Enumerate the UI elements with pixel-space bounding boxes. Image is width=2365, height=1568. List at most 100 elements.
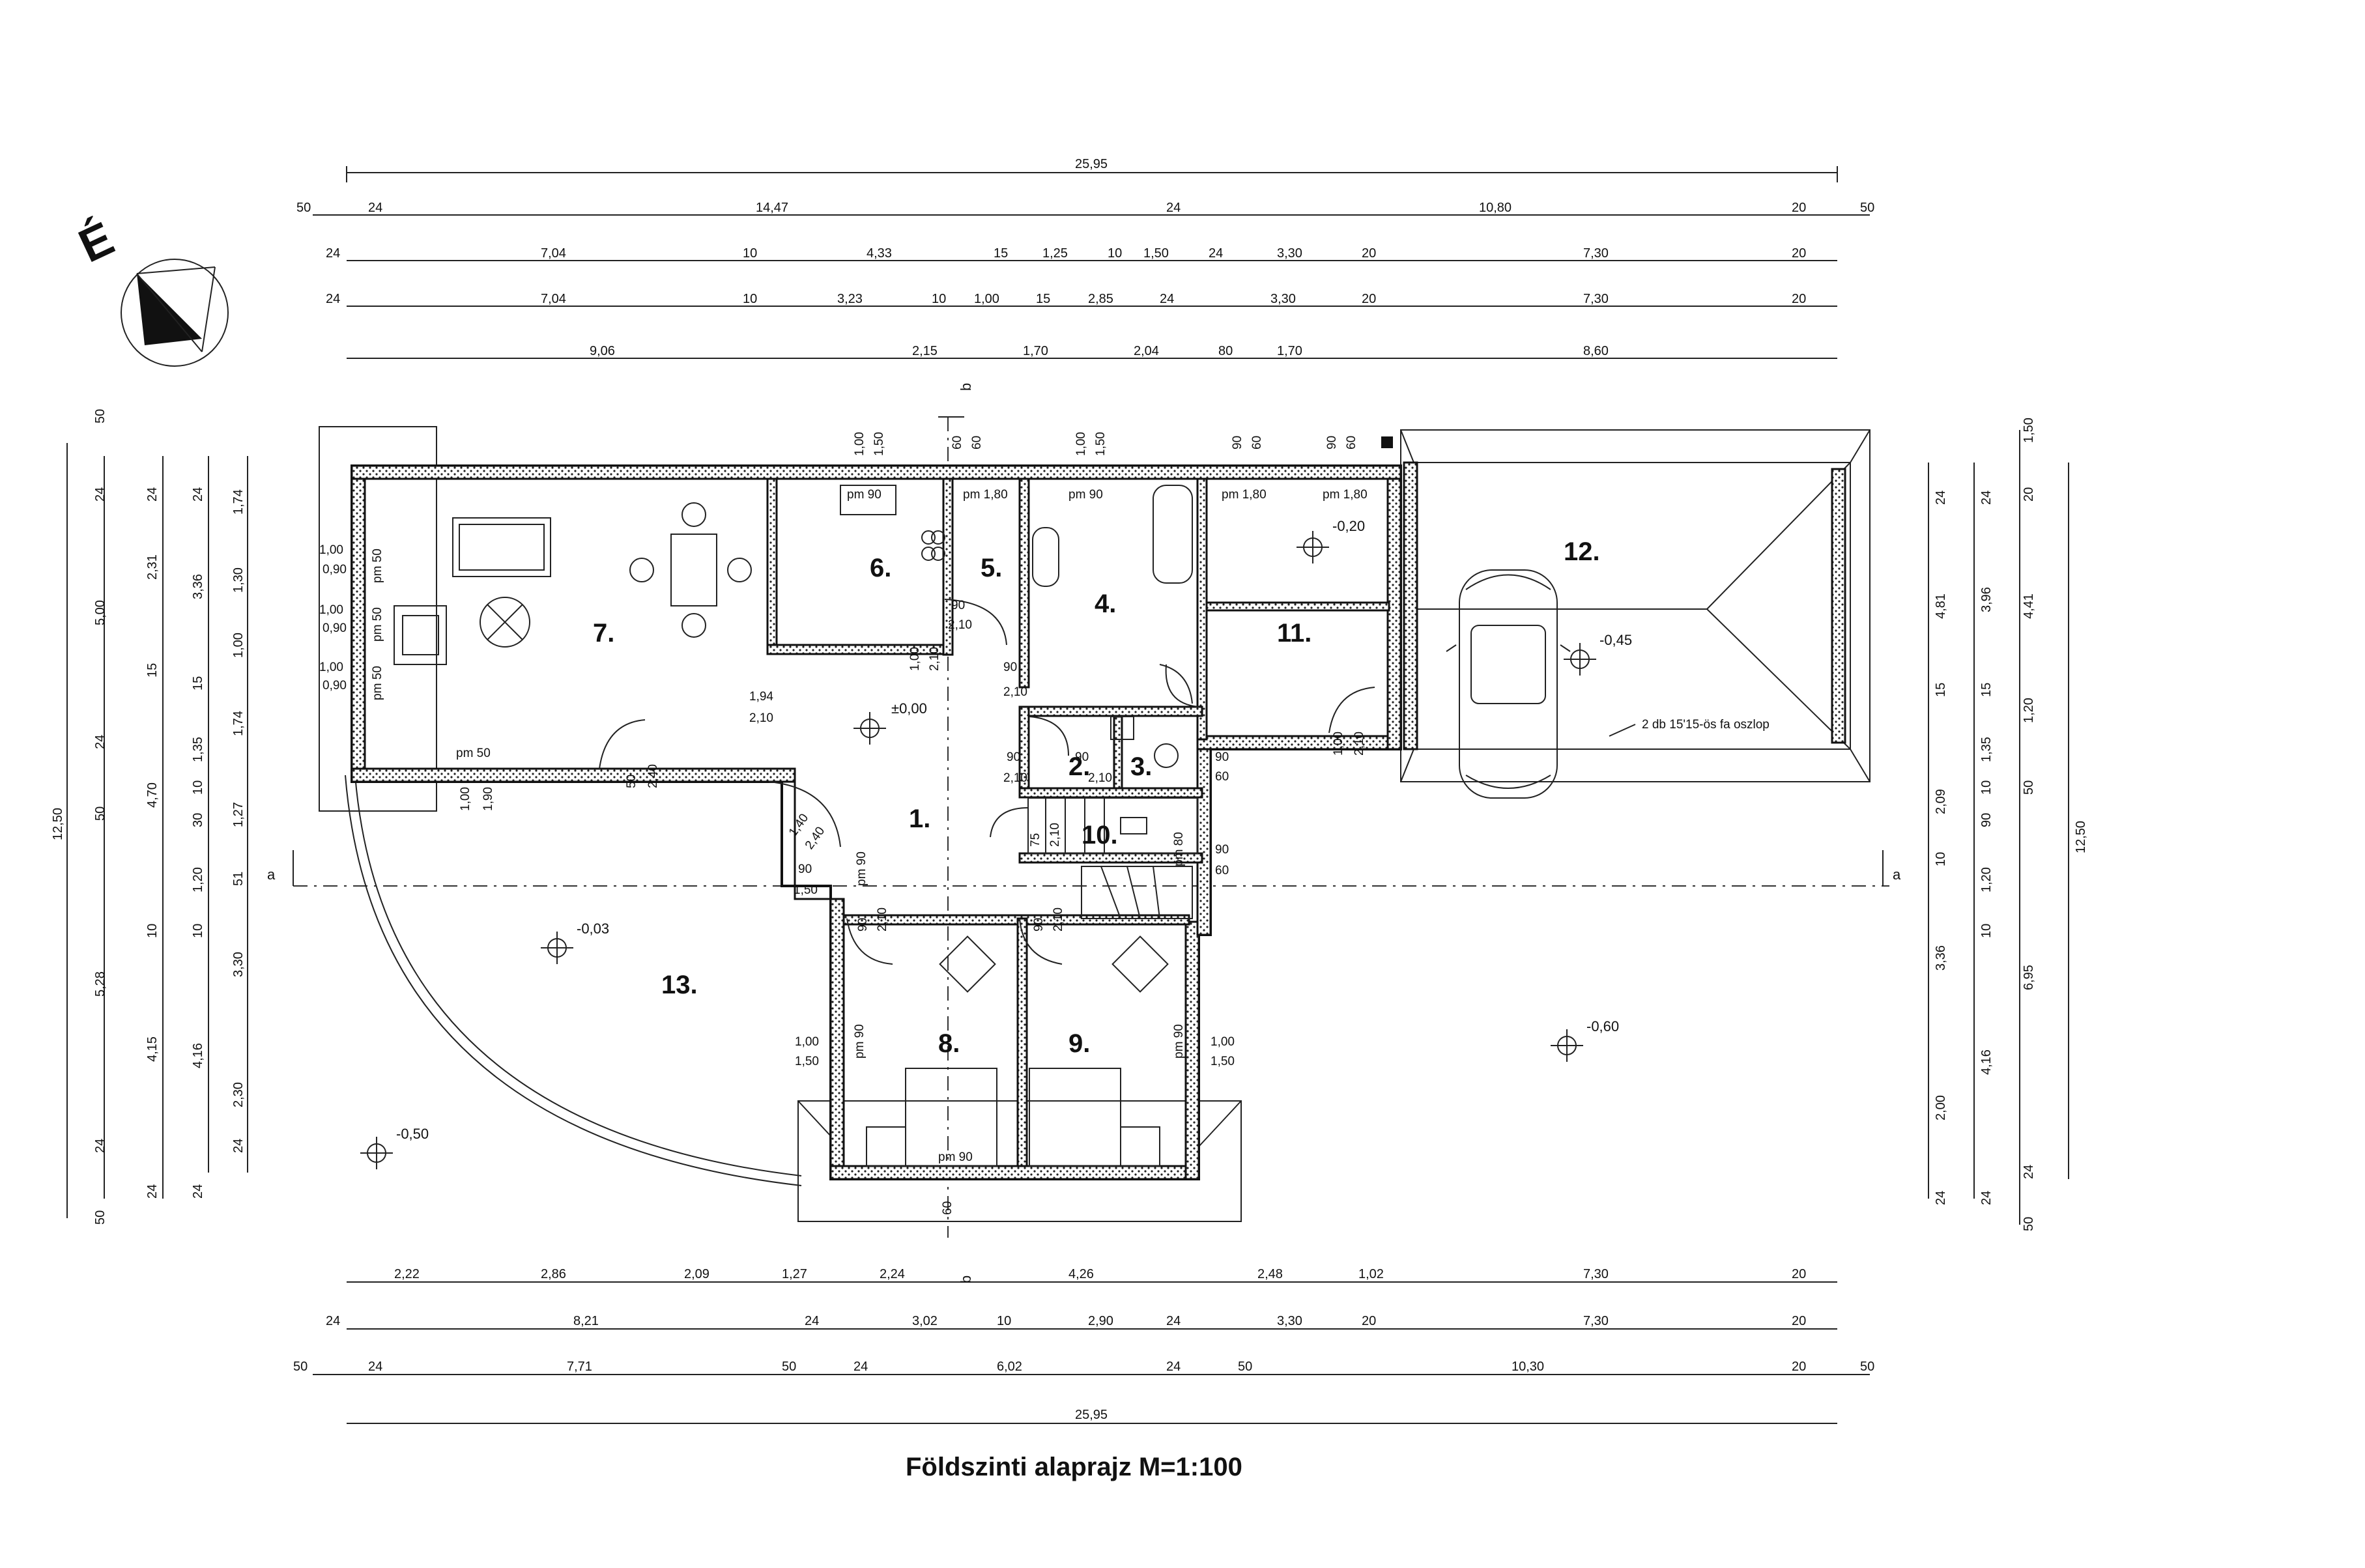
dim-top-r3-3: 4,33 [867,246,892,261]
car-icon [1446,569,1571,799]
living-room-furniture [394,502,752,665]
win7-l3-w: 1,00 [319,661,343,674]
dim-bot-r3-10: 50 [1860,1360,1874,1374]
dim-right-c3-1: 20 [2022,487,2036,502]
dim-right-c1-0: 24 [1934,491,1948,505]
dim-top-r5-1: 2,15 [912,344,938,358]
level-outside-left: -0,50 [396,1126,429,1142]
dim-top-r5-2: 1,70 [1023,344,1048,358]
win6-h: 1,50 [872,432,886,456]
level-terrace: -0,03 [577,920,609,937]
dim-right-c3-5: 6,95 [2022,965,2036,990]
dim-bot-r2-6: 24 [1166,1314,1181,1328]
dim-right-c2-5: 90 [1979,813,1994,827]
dim-left-c2-1: 2,31 [145,554,160,580]
dim-left-c2-4: 10 [145,924,160,938]
left-dimensions: 50 24 5,00 24 50 5,28 24 50 12,50 24 2,3… [51,409,248,1225]
dim-right-c1-3: 2,09 [1934,789,1948,814]
dim-right-c3-7: 50 [2022,1217,2036,1231]
win11b-pm: pm 1,80 [1323,488,1368,502]
dim-bot-r3-2: 7,71 [567,1360,592,1374]
dim-left-c4-0: 1,74 [231,489,246,515]
dim-bot-r2-3: 3,02 [912,1314,938,1328]
dim-top-r3-11: 7,30 [1583,246,1609,261]
dim-right-c2-6: 1,20 [1979,867,1994,892]
dim-left-c3-5: 30 [191,813,205,827]
dim-right-c3-3: 1,20 [2022,698,2036,723]
door6-h: 2,10 [928,647,941,671]
room-11: 11. [1277,619,1312,648]
dim-top-r4-2: 10 [743,292,757,306]
dim-left-c4-5: 51 [231,872,246,886]
dim-right-total: 12,50 [2074,821,2088,853]
dim-bot-r1-0: 2,22 [394,1267,420,1281]
level-marker-icon [1551,1029,1583,1062]
level-room11: -0,20 [1332,518,1365,534]
dim-right-c2-0: 24 [1979,491,1994,505]
dim-top-r2-5: 20 [1792,201,1806,215]
door1-h: 2,40 [803,825,827,852]
dim-right-c2-2: 15 [1979,683,1994,697]
hallwin-h: 1,50 [794,883,818,897]
open7-w: 1,94 [749,690,773,704]
door4-w: 90 [1003,661,1017,674]
win11a-w: 90 [1231,436,1244,449]
door11-h: 2,10 [1353,732,1366,756]
dim-bot-r3-6: 24 [1166,1360,1181,1374]
north-label: É [71,212,121,273]
dim-top-r3-8: 24 [1209,246,1223,261]
door8-h: 2,10 [876,907,889,932]
dim-left-c4-8: 24 [231,1139,246,1153]
win10-w: 90 [1215,843,1229,857]
fixtures [840,485,1193,834]
room-8: 8. [938,1029,960,1058]
dim-top-r2-3: 24 [1166,201,1181,215]
dim-top-r3-4: 15 [994,246,1008,261]
level-marker-icon [360,1137,393,1169]
dim-left-c1-3: 24 [93,735,108,749]
level-markers: ±0,00 -0,20 -0,45 -0,03 -0,50 -0,60 [360,518,1632,1169]
dim-left-c4-3: 1,74 [231,711,246,736]
level-marker-icon [853,712,886,745]
dim-top-r5-6: 8,60 [1583,344,1609,358]
door7-w: 50 [625,775,638,788]
dim-left-c3-4: 10 [191,780,205,795]
dim-left-c4-4: 1,27 [231,802,246,827]
door10-h: 2,10 [1048,823,1062,847]
door10-w: 75 [1029,833,1042,847]
dim-right-c1-7: 24 [1934,1191,1948,1205]
dim-bot-r2-0: 24 [326,1314,340,1328]
dim-left-c3-0: 24 [191,487,205,502]
section-a-right: a [1893,866,1901,883]
dim-right-c2-7: 10 [1979,924,1994,938]
room-7: 7. [593,619,614,648]
door3-w: 90 [1075,750,1089,764]
dim-bot-r3-1: 24 [368,1360,382,1374]
win7-l1-pm: pm 50 [371,549,384,583]
top-dimensions: 25,95 50 24 14,47 24 10,80 20 50 24 7,04… [296,157,1874,359]
right-dimensions: 24 4,81 15 2,09 10 3,36 2,00 24 24 3,96 … [1928,418,2088,1231]
dim-top-r4-9: 3,30 [1270,292,1296,306]
open7-h: 2,10 [749,711,773,725]
level-garage: -0,45 [1599,632,1632,648]
win10-h: 60 [1215,864,1229,877]
win7-l1-w: 1,00 [319,543,343,557]
win11b-h: 60 [1345,436,1358,449]
room-4: 4. [1095,590,1116,618]
dim-right-c1-2: 15 [1934,683,1948,697]
dim-right-c3-2: 4,41 [2022,593,2036,619]
dim-left-c3-1: 3,36 [191,574,205,599]
bottom-dimensions: 2,22 2,86 2,09 1,27 2,24 4,26 2,48 1,02 … [293,1267,1874,1424]
win11a-h: 60 [1250,436,1264,449]
win4-h: 1,50 [1094,432,1108,456]
win3-h: 60 [1215,770,1229,784]
dim-bot-r1-3: 1,27 [782,1267,807,1281]
room-6: 6. [870,554,891,582]
win5-w: 60 [951,436,964,449]
dim-top-r4-12: 20 [1792,292,1806,306]
level-marker-icon [541,932,573,964]
dim-left-c4-7: 2,30 [231,1082,246,1107]
north-arrow-icon: É [71,212,229,367]
dim-top-r3-1: 7,04 [541,246,566,261]
dim-left-c3-7: 10 [191,924,205,938]
